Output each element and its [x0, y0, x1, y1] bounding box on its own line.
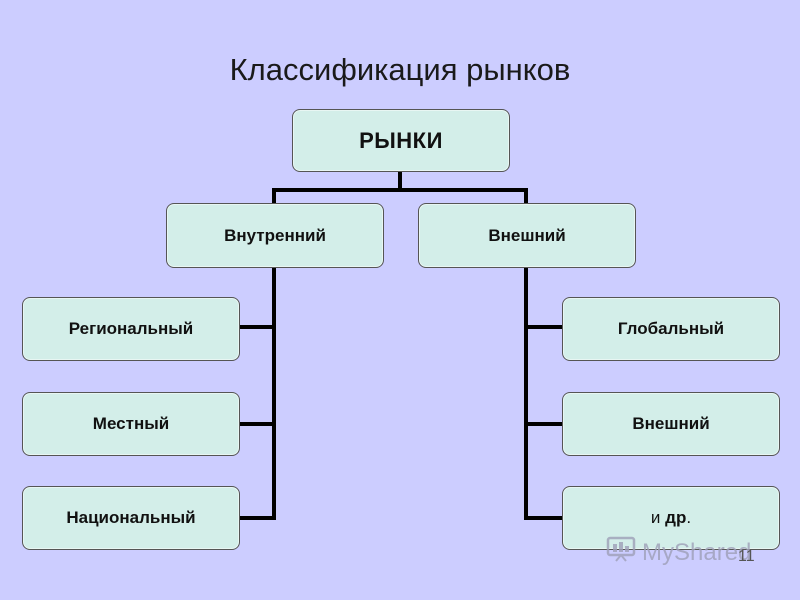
- node-internal: Внутренний: [166, 203, 384, 268]
- node-external-label: Внешний: [488, 225, 566, 245]
- node-local-label: Местный: [92, 414, 170, 433]
- node-etc: и др.: [562, 486, 780, 550]
- etc-prefix: и: [650, 508, 666, 527]
- node-internal-label: Внутренний: [224, 225, 326, 245]
- node-regional: Региональный: [22, 297, 240, 361]
- root-node: РЫНКИ: [292, 109, 510, 172]
- presentation-icon: [606, 536, 636, 569]
- node-external: Внешний: [418, 203, 636, 268]
- node-global: Глобальный: [562, 297, 780, 361]
- node-foreign: Внешний: [562, 392, 780, 456]
- watermark: MyShared: [606, 536, 751, 569]
- etc-bold: др: [665, 508, 687, 527]
- node-etc-label: и др.: [651, 508, 691, 528]
- node-foreign-label: Внешний: [632, 414, 710, 433]
- page-number: 11: [738, 548, 755, 565]
- node-regional-label: Региональный: [68, 319, 194, 338]
- root-node-label: РЫНКИ: [359, 127, 443, 153]
- slide-title: Классификация рынков: [229, 52, 571, 87]
- node-global-label: Глобальный: [617, 319, 725, 338]
- node-national: Национальный: [22, 486, 240, 550]
- watermark-text: MyShared: [642, 538, 752, 566]
- node-national-label: Национальный: [66, 508, 196, 527]
- etc-suffix: .: [686, 508, 692, 527]
- node-local: Местный: [22, 392, 240, 456]
